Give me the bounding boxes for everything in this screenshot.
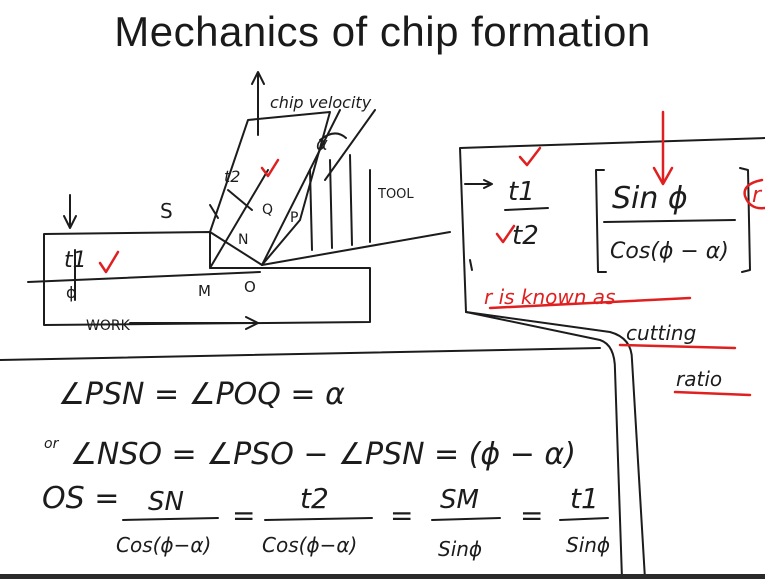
check-mark-t2 <box>495 224 516 244</box>
eq3-equals-3: = <box>520 499 543 532</box>
tool-hatch-3 <box>349 154 353 246</box>
equation-3-lhs: OS = <box>42 481 119 516</box>
tool-angle-line <box>324 109 376 181</box>
label-N: N <box>238 232 248 248</box>
equation-2-prefix: or <box>44 436 60 452</box>
tool-rake-face <box>261 109 341 266</box>
fraction-bar-lhs <box>504 207 549 211</box>
chip-outline <box>209 111 331 266</box>
label-P: P <box>290 210 298 226</box>
label-M: M <box>198 282 211 300</box>
formula-lhs-bottom: t2 <box>512 221 539 251</box>
check-mark-t1 <box>98 250 120 274</box>
eq3-fraction-1-num: SN <box>148 487 184 517</box>
formula-lhs-top: t1 <box>508 177 535 207</box>
note-line-3: ratio <box>676 367 722 391</box>
tool-flank <box>261 231 451 266</box>
equations-divider <box>0 347 601 361</box>
bracket-left <box>595 169 607 273</box>
tool-hatch-1 <box>309 169 313 251</box>
label-chip-velocity: chip velocity <box>270 93 372 112</box>
tool-hatch-2 <box>329 159 333 249</box>
label-alpha: α <box>316 134 328 155</box>
label-S: S <box>160 199 173 223</box>
eq3-fraction-2-den: Cos(ϕ−α) <box>262 533 357 557</box>
eq3-fraction-2-num: t2 <box>300 482 329 515</box>
label-O: O <box>244 278 256 296</box>
formula-r-symbol: r <box>752 183 763 208</box>
equation-1: ∠PSN = ∠POQ = α <box>58 377 345 412</box>
formula-box <box>459 137 765 579</box>
depth-line-t1 <box>27 271 261 283</box>
label-t2: t2 <box>224 167 240 186</box>
label-t1: t1 <box>64 248 87 273</box>
eq3-fraction-3-den: Sinϕ <box>438 537 482 561</box>
bracket-right <box>739 167 751 273</box>
eq3-equals-1: = <box>232 499 255 532</box>
slide-title: Mechanics of chip formation <box>114 8 651 55</box>
player-bottom-edge <box>0 574 765 579</box>
underline-note-3 <box>673 390 752 397</box>
fraction-bar-rhs <box>603 219 736 223</box>
red-r-circle <box>743 178 765 210</box>
equation-2: ∠NSO = ∠PSO − ∠PSN = (ϕ − α) <box>70 437 576 472</box>
note-line-1: r is known as <box>484 285 615 309</box>
label-work: WORK <box>86 318 131 334</box>
check-mark-top <box>518 146 542 167</box>
shear-plane-line <box>209 169 269 269</box>
formula-rhs-bottom: Cos(ϕ − α) <box>610 239 729 264</box>
label-Q: Q <box>262 202 273 218</box>
formula-rhs-top: Sin ϕ <box>612 181 688 216</box>
eq3-fraction-4-den: Sinϕ <box>566 533 610 557</box>
eq3-fraction-1-den: Cos(ϕ−α) <box>116 533 211 557</box>
eq3-fraction-3-num: SM <box>440 485 479 515</box>
eq3-equals-2: = <box>390 499 413 532</box>
underline-note-2 <box>618 343 737 350</box>
eq3-fraction-4-num: t1 <box>570 482 599 515</box>
label-phi: ϕ <box>66 283 77 302</box>
label-tool: TOOL <box>377 187 414 202</box>
underline-note-1 <box>488 296 692 310</box>
note-line-2: cutting <box>626 321 696 345</box>
